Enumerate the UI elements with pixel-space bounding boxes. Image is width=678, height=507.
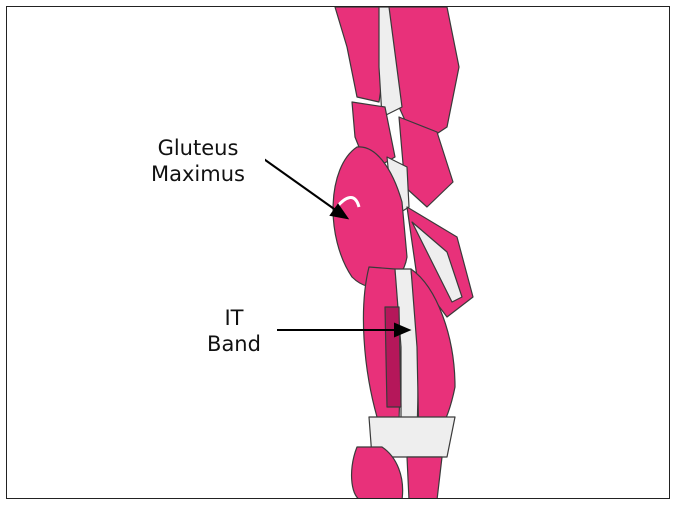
illustration-frame: Gluteus Maximus IT Band — [6, 6, 670, 499]
it-band-label-line-1: IT — [195, 305, 273, 331]
thigh-inner-muscle — [385, 307, 401, 407]
gluteus-maximus-label: Gluteus Maximus — [131, 133, 265, 189]
calf-muscle-2 — [407, 457, 442, 499]
gluteus-label-line-2: Maximus — [135, 161, 261, 187]
it-band-label-line-2: Band — [195, 331, 273, 357]
it-band-label: IT Band — [191, 303, 277, 359]
leg-muscle-illustration — [7, 7, 670, 499]
gluteus-arrow-line — [261, 157, 337, 211]
gluteus-label-line-1: Gluteus — [135, 135, 261, 161]
